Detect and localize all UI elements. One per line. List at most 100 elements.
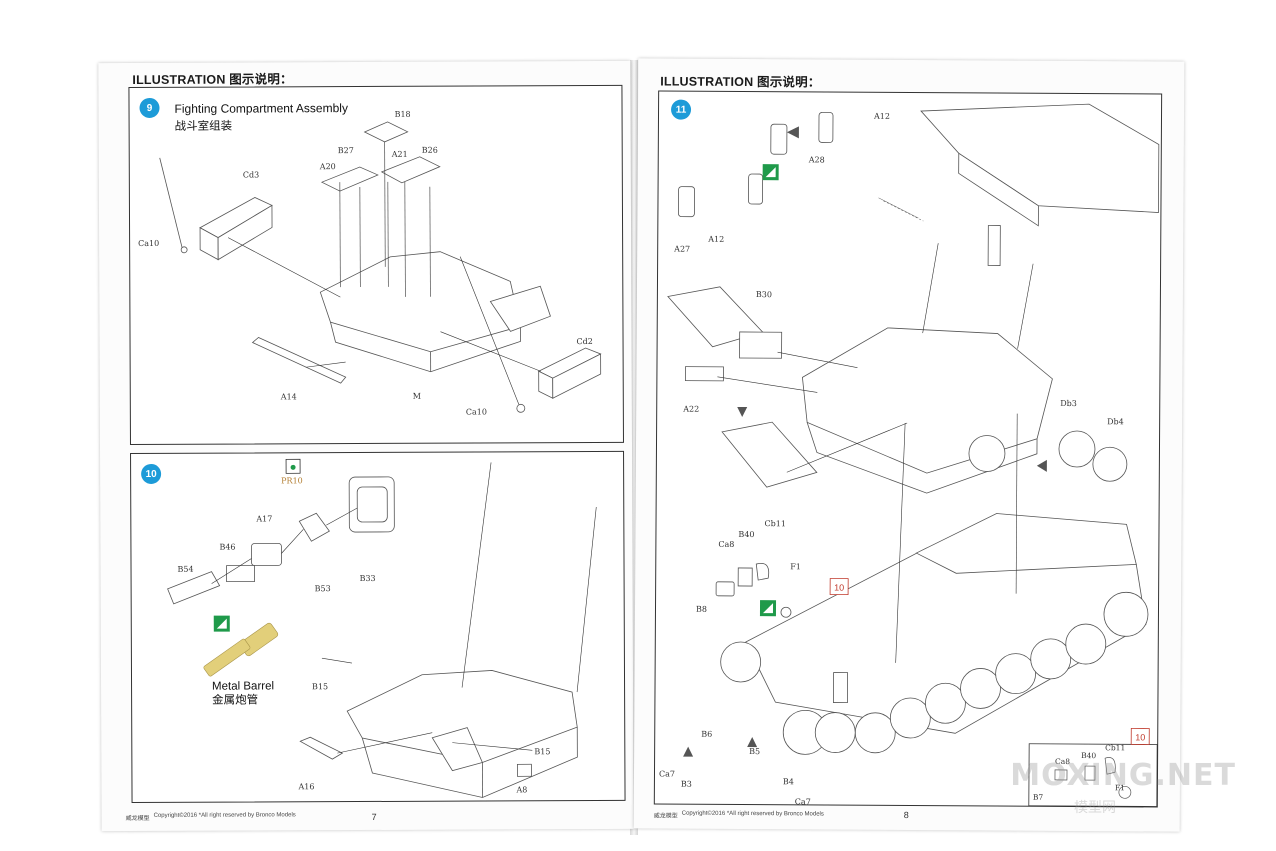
arrow-icon bbox=[747, 737, 758, 748]
part-b40 bbox=[737, 567, 753, 587]
antenna-bracket bbox=[987, 225, 1001, 266]
left-page-number: 7 bbox=[371, 811, 377, 822]
part-b54 bbox=[167, 571, 221, 605]
svg-text:B30: B30 bbox=[756, 290, 772, 299]
svg-text:B40: B40 bbox=[1081, 751, 1096, 760]
svg-text:B18: B18 bbox=[395, 110, 411, 119]
svg-text:B54: B54 bbox=[178, 565, 194, 574]
step11-panel: 11 bbox=[653, 90, 1163, 808]
left-footer-brand: 威龙模型 bbox=[125, 815, 150, 823]
part-b46 bbox=[226, 565, 255, 583]
svg-text:Ca7: Ca7 bbox=[795, 797, 811, 806]
svg-text:B15: B15 bbox=[312, 682, 328, 691]
svg-text:Cb11: Cb11 bbox=[1105, 743, 1125, 752]
part-b27 bbox=[320, 166, 379, 192]
step10-drawing: PR10 bbox=[167, 458, 597, 798]
part-a17 bbox=[251, 542, 282, 566]
part-b26 bbox=[380, 156, 441, 184]
part-db3 bbox=[1058, 430, 1096, 468]
svg-text:B5: B5 bbox=[749, 747, 760, 756]
left-page-header: ILLUSTRATION 图示说明： bbox=[132, 72, 293, 88]
part-a14 bbox=[251, 336, 347, 384]
inset-f1 bbox=[1118, 785, 1132, 799]
right-page-header: ILLUSTRATION 图示说明： bbox=[660, 74, 821, 90]
svg-text:Db4: Db4 bbox=[1107, 417, 1124, 426]
svg-text:B26: B26 bbox=[422, 146, 438, 155]
road-wheel bbox=[968, 435, 1006, 472]
suspension-arm bbox=[833, 672, 849, 704]
part-a16 bbox=[299, 736, 344, 760]
right-page-number: 8 bbox=[903, 809, 909, 821]
svg-text:M: M bbox=[413, 392, 421, 401]
part-a27 bbox=[678, 186, 695, 218]
inset-b40 bbox=[1084, 765, 1096, 781]
watermark-cn: 模型网 bbox=[1074, 800, 1116, 816]
svg-text:A12: A12 bbox=[873, 112, 890, 121]
svg-text:Ca8: Ca8 bbox=[718, 540, 734, 549]
part-a8 bbox=[516, 763, 532, 777]
green-symbol bbox=[213, 615, 230, 632]
svg-text:B40: B40 bbox=[738, 530, 754, 539]
part-cb11 bbox=[755, 563, 770, 581]
wheel bbox=[854, 712, 896, 754]
part-a22 bbox=[684, 366, 724, 382]
svg-text:A12: A12 bbox=[707, 235, 724, 244]
svg-text:A14: A14 bbox=[280, 392, 297, 401]
svg-text:B27: B27 bbox=[338, 146, 354, 155]
svg-text:PR10: PR10 bbox=[281, 476, 303, 485]
step9-panel: 9 Fighting Compartment Assembly 战斗室组装 bbox=[128, 84, 624, 446]
svg-text:B15: B15 bbox=[534, 747, 550, 756]
svg-text:B7: B7 bbox=[1033, 793, 1044, 802]
book-spine bbox=[630, 60, 638, 835]
metal-barrel-label-cn: 金属炮管 bbox=[212, 694, 259, 707]
svg-text:A8: A8 bbox=[515, 785, 527, 794]
metal-barrel-part bbox=[203, 622, 279, 677]
svg-text:10: 10 bbox=[1135, 732, 1145, 742]
right-footer-copyright: Copyright©2016 *All right reserved by Br… bbox=[681, 810, 824, 818]
svg-text:B6: B6 bbox=[701, 730, 712, 739]
svg-text:Ca7: Ca7 bbox=[659, 769, 675, 778]
part-db4 bbox=[1092, 446, 1128, 482]
ref-step-box bbox=[829, 578, 849, 596]
part-b53 bbox=[298, 512, 330, 542]
engine-deck bbox=[915, 513, 1137, 574]
antenna-base bbox=[180, 246, 188, 254]
svg-text:A20: A20 bbox=[319, 162, 336, 171]
inset-ref-box bbox=[1130, 727, 1150, 745]
svg-text:Db3: Db3 bbox=[1060, 399, 1077, 408]
inset-ca8 bbox=[1054, 769, 1068, 781]
watermark: MOXING.NET bbox=[1010, 758, 1236, 793]
hull-body bbox=[346, 670, 578, 763]
upper-hull bbox=[801, 327, 1053, 474]
svg-text:A17: A17 bbox=[255, 514, 272, 523]
left-page: ILLUSTRATION 图示说明： 9 Fighting Compartmen… bbox=[98, 60, 634, 832]
svg-text:A22: A22 bbox=[682, 405, 699, 414]
arrow-icon bbox=[683, 746, 694, 757]
arrow-icon bbox=[1036, 459, 1047, 472]
part-b30-detail bbox=[739, 331, 783, 359]
svg-text:Ca8: Ca8 bbox=[1055, 757, 1070, 766]
svg-text:B33: B33 bbox=[360, 574, 376, 583]
inset-cb11 bbox=[1104, 757, 1116, 775]
svg-text:A21: A21 bbox=[391, 150, 408, 159]
svg-text:B3: B3 bbox=[681, 780, 692, 789]
drive-sprocket bbox=[1103, 591, 1149, 637]
part-a28 bbox=[770, 123, 788, 155]
svg-text:A28: A28 bbox=[808, 155, 825, 164]
svg-text:10: 10 bbox=[834, 583, 844, 593]
svg-text:Cd3: Cd3 bbox=[243, 170, 259, 179]
antenna-part bbox=[159, 157, 183, 248]
step10-panel: 10 PR10 bbox=[130, 450, 626, 804]
part-b18 bbox=[363, 121, 409, 143]
right-page: ILLUSTRATION 图示说明： 11 bbox=[633, 58, 1185, 832]
part-f1 bbox=[780, 606, 792, 618]
part-ca10-b bbox=[516, 403, 526, 413]
hull-top-detail bbox=[920, 103, 1160, 213]
svg-text:Cd2: Cd2 bbox=[577, 337, 593, 346]
metal-barrel-label-en: Metal Barrel bbox=[212, 680, 275, 693]
step11-drawing: 10 10 bbox=[659, 103, 1160, 807]
step9-drawing: B18 B27 A21 B26 A20 Cd3 Ca10 Cd2 Ca10 A1… bbox=[138, 110, 602, 417]
svg-text:Ca10: Ca10 bbox=[466, 407, 487, 416]
svg-text:B4: B4 bbox=[783, 777, 794, 786]
svg-text:Cb11: Cb11 bbox=[764, 519, 785, 528]
